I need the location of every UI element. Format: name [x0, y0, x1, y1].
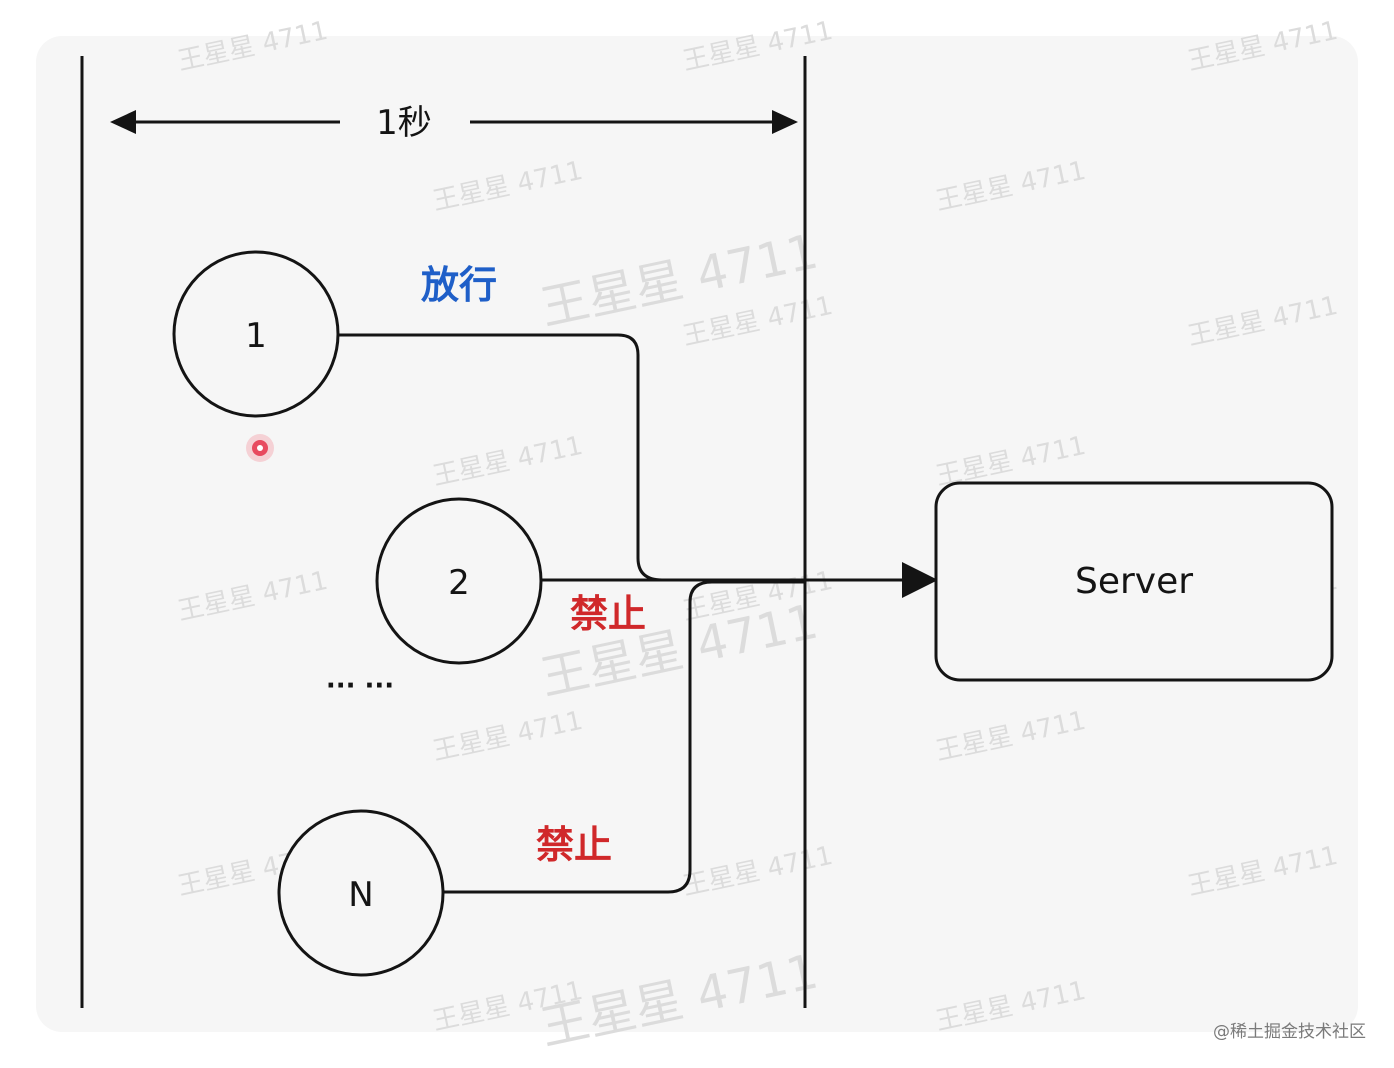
request-node-1-label: 1 [245, 316, 267, 356]
request-node-n-label: N [348, 875, 373, 915]
time-span-arrow [110, 110, 798, 134]
time-window-label: 1秒 [376, 103, 432, 143]
request-node-2: 2 [375, 497, 543, 665]
edge-request-n-denied [443, 580, 805, 894]
watermark-text: 王星星 4711 [536, 943, 823, 1056]
watermark-text: 王星星 4711 [933, 706, 1088, 767]
watermark-text: 王星星 4711 [1185, 841, 1340, 902]
server-box: Server [934, 481, 1334, 682]
watermark-text: 王星星 4711 [430, 431, 585, 492]
request-node-2-label: 2 [448, 563, 470, 603]
watermark-text: 王星星 4711 [1185, 16, 1340, 77]
watermark-text: 王星星 4711 [175, 566, 330, 627]
watermark-text: 王星星 4711 [933, 156, 1088, 217]
ellipsis-label: ··· ··· [326, 671, 394, 701]
watermark-text: 王星星 4711 [933, 976, 1088, 1037]
watermark-text: 王星星 4711 [1185, 291, 1340, 352]
request-node-n: N [277, 809, 445, 977]
pointer-marker-icon [246, 434, 274, 462]
watermark-text: 王星星 4711 [680, 16, 835, 77]
deny-label-request-2: 禁止 [570, 592, 646, 636]
server-label: Server [1075, 561, 1193, 602]
watermark-text: 王星星 4711 [430, 706, 585, 767]
watermark-text: 王星星 4711 [430, 156, 585, 217]
request-node-1: 1 [172, 250, 340, 418]
watermark-text: 王星星 4711 [680, 841, 835, 902]
footer-credit: @稀土掘金技术社区 [1213, 1022, 1366, 1042]
watermark-text: 王星星 4711 [175, 16, 330, 77]
allow-label: 放行 [421, 263, 497, 307]
deny-label-request-n: 禁止 [536, 823, 612, 867]
